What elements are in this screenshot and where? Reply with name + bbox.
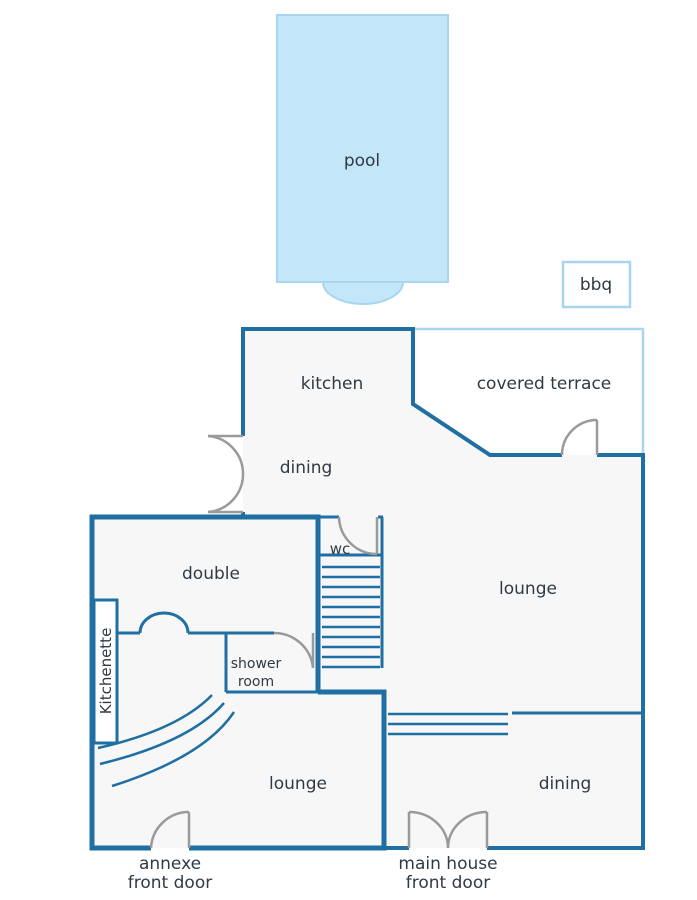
terrace-outline <box>413 327 645 455</box>
label-lounge-annexe: lounge <box>269 774 327 794</box>
label-pool: pool <box>344 151 380 171</box>
label-main-door-line1: main house <box>398 854 497 874</box>
label-dining-upper: dining <box>280 458 333 478</box>
label-kitchenette: Kitchenette <box>97 628 115 715</box>
label-bbq: bbq <box>580 275 612 295</box>
label-annexe-door-line2: front door <box>128 873 212 893</box>
label-shower-line1: shower <box>231 656 282 672</box>
pool <box>276 14 449 305</box>
doors <box>149 418 599 849</box>
curved-steps <box>97 694 236 788</box>
label-double: double <box>182 564 240 584</box>
label-shower-line2: room <box>238 674 274 690</box>
alcove-arch <box>138 611 190 634</box>
step-lines <box>388 712 508 736</box>
floor-areas <box>92 329 643 848</box>
bbq <box>561 260 632 309</box>
label-main-door-line2: front door <box>406 873 490 893</box>
label-wc: wc <box>330 540 351 558</box>
label-lounge-main: lounge <box>499 579 557 599</box>
label-kitchen: kitchen <box>301 374 364 394</box>
annexe-walls <box>89 514 387 851</box>
label-annexe-door-line1: annexe <box>139 854 201 874</box>
label-covered-terrace: covered terrace <box>477 374 612 394</box>
staircase <box>322 565 380 669</box>
label-dining-lower: dining <box>539 774 592 794</box>
room-labels: pool bbq kitchen covered terrace dining … <box>97 151 612 893</box>
kitchenette-counter <box>92 598 119 745</box>
interior-walls <box>92 515 643 715</box>
